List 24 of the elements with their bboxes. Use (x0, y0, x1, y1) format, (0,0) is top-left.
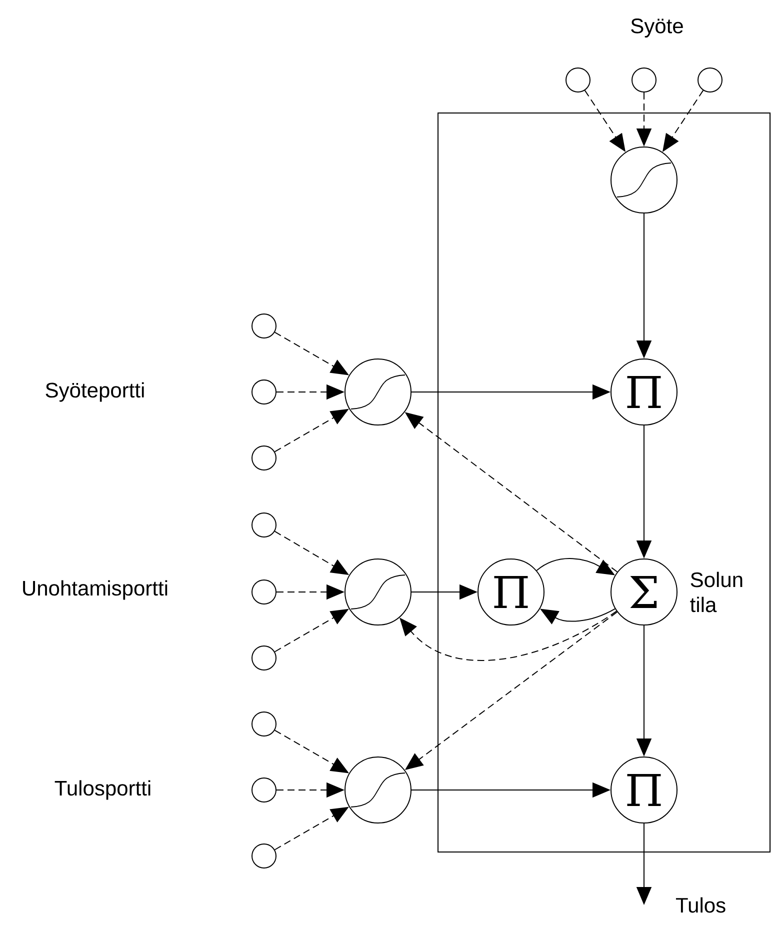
state-label: Solun tila (690, 572, 742, 612)
input-circle (252, 380, 276, 404)
input-circle (252, 446, 276, 470)
input-circle (698, 68, 722, 92)
sigmoid-circle (610, 146, 678, 214)
cell-box (438, 112, 770, 852)
input-circle (252, 778, 276, 802)
text-label: Syöte (631, 18, 683, 38)
sigmoid-circle (344, 558, 412, 626)
input-circle (252, 712, 276, 736)
input-circle (566, 68, 590, 92)
input-circle (252, 512, 276, 538)
input-circle (252, 580, 276, 604)
text-label: Tulos (676, 897, 726, 913)
arrow (400, 610, 618, 661)
sigmoid-circle (344, 756, 412, 824)
input-circle (252, 314, 276, 338)
sigmoid-circle (344, 358, 412, 426)
input-circle (252, 646, 276, 670)
text-label: Tulosportti (54, 780, 150, 800)
input-circle (252, 844, 276, 868)
text-label: Unohtamisportti (23, 580, 168, 600)
input-circle (632, 68, 656, 92)
text-label: Syöteportti (46, 382, 144, 402)
